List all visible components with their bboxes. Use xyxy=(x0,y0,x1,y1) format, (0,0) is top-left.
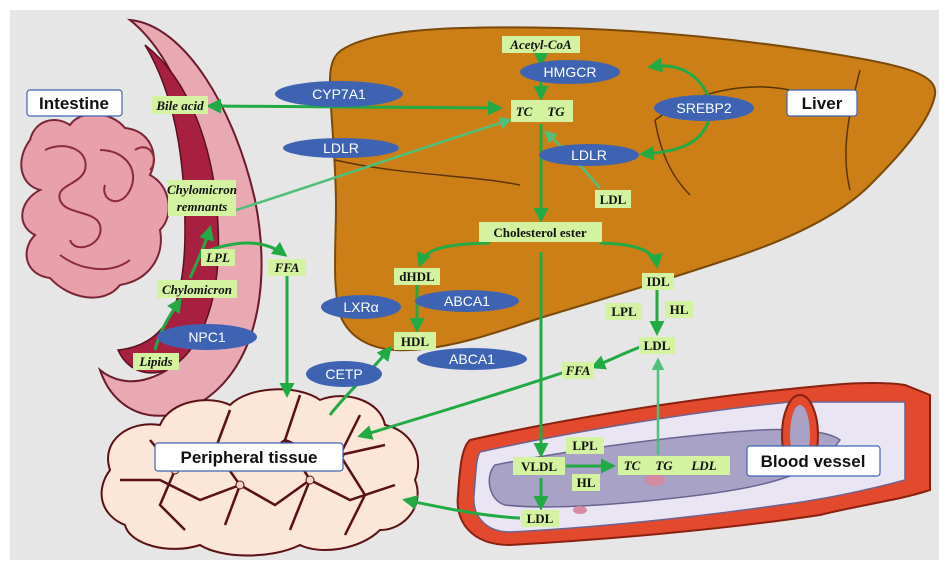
svg-text:LDL: LDL xyxy=(527,511,554,526)
svg-text:Cholesterol ester: Cholesterol ester xyxy=(493,225,586,240)
protein-label: SREBP2 xyxy=(676,100,731,116)
label-dhdl: dHDL xyxy=(394,268,440,285)
svg-text:HL: HL xyxy=(670,302,689,317)
svg-text:LDL: LDL xyxy=(600,192,627,207)
svg-text:dHDL: dHDL xyxy=(399,269,435,284)
svg-text:IDL: IDL xyxy=(646,274,669,289)
label-vldl: VLDL xyxy=(513,457,565,475)
svg-text:FFA: FFA xyxy=(274,260,300,275)
protein-label: NPC1 xyxy=(188,329,226,345)
svg-text:Intestine: Intestine xyxy=(39,94,109,113)
box-peripheral-tissue: Peripheral tissue xyxy=(155,443,343,471)
svg-text:HDL: HDL xyxy=(401,334,430,349)
label-ffa-right: FFA xyxy=(562,362,594,379)
label-ldl-bottom: LDL xyxy=(521,510,559,527)
protein-abca1-bottom: ABCA1 xyxy=(417,348,527,370)
tg-text: TG xyxy=(547,104,565,119)
protein-label: LXRα xyxy=(343,299,378,315)
label-tc-tg-ldl-vessel: TC TG LDL xyxy=(618,456,730,475)
box-blood-vessel: Blood vessel xyxy=(747,446,880,476)
protein-ldlr-left: LDLR xyxy=(283,138,399,158)
protein-hmgcr: HMGCR xyxy=(520,60,620,84)
label-ffa-left: FFA xyxy=(268,259,306,276)
label-lpl-intestine: LPL xyxy=(201,249,235,266)
protein-cyp7a1: CYP7A1 xyxy=(275,81,403,107)
protein-label: HMGCR xyxy=(544,64,597,80)
protein-cetp: CETP xyxy=(306,361,382,387)
box-liver: Liver xyxy=(787,90,857,116)
svg-text:remnants: remnants xyxy=(177,199,228,214)
svg-text:LPL: LPL xyxy=(205,250,230,265)
protein-label: LDLR xyxy=(323,140,359,156)
protein-label: ABCA1 xyxy=(444,293,490,309)
svg-text:Liver: Liver xyxy=(802,94,843,113)
svg-text:Blood vessel: Blood vessel xyxy=(761,452,866,471)
protein-label: LDLR xyxy=(571,147,607,163)
protein-abca1-top: ABCA1 xyxy=(415,290,519,312)
protein-label: CYP7A1 xyxy=(312,86,366,102)
svg-text:Bile acid: Bile acid xyxy=(155,98,204,113)
label-lpl-vessel: LPL xyxy=(566,437,604,454)
label-acetyl-coa: Acetyl-CoA xyxy=(502,36,580,53)
svg-text:Chylomicron: Chylomicron xyxy=(162,282,232,297)
label-hl-vessel: HL xyxy=(572,474,600,491)
svg-text:LDL: LDL xyxy=(644,338,671,353)
protein-srebp2: SREBP2 xyxy=(654,95,754,121)
label-idl: IDL xyxy=(642,273,674,290)
svg-text:HL: HL xyxy=(577,475,596,490)
svg-text:Peripheral tissue: Peripheral tissue xyxy=(180,448,317,467)
svg-text:FFA: FFA xyxy=(565,363,591,378)
svg-text:LPL: LPL xyxy=(572,438,598,453)
label-chylomicron-remnants: Chylomicron remnants xyxy=(167,180,237,216)
tc-text: TC xyxy=(624,458,641,473)
protein-label: CETP xyxy=(325,366,362,382)
ldl-text: LDL xyxy=(690,458,716,473)
svg-text:Acetyl-CoA: Acetyl-CoA xyxy=(509,37,572,52)
label-lpl-right: LPL xyxy=(606,303,642,320)
tg-text: TG xyxy=(655,458,673,473)
box-intestine: Intestine xyxy=(27,90,122,116)
protein-label: ABCA1 xyxy=(449,351,495,367)
svg-text:VLDL: VLDL xyxy=(521,459,557,474)
label-lipids: Lipids xyxy=(133,353,179,370)
svg-text:Lipids: Lipids xyxy=(138,354,172,369)
protein-lxra: LXRα xyxy=(321,295,401,319)
tc-text: TC xyxy=(516,104,533,119)
label-hl-right: HL xyxy=(665,301,693,318)
label-tc-tg: TC TG xyxy=(511,100,573,122)
protein-npc1: NPC1 xyxy=(157,324,257,350)
label-chylomicron: Chylomicron xyxy=(157,280,237,298)
label-cholesterol-ester: Cholesterol ester xyxy=(479,222,602,242)
label-ldl-right: LDL xyxy=(639,337,675,354)
label-bile-acid: Bile acid xyxy=(152,96,208,114)
protein-ldlr-liver: LDLR xyxy=(539,144,639,166)
svg-text:LPL: LPL xyxy=(611,304,637,319)
label-ldl-liver: LDL xyxy=(595,190,631,208)
label-hdl: HDL xyxy=(394,332,436,350)
svg-text:Chylomicron: Chylomicron xyxy=(167,182,237,197)
